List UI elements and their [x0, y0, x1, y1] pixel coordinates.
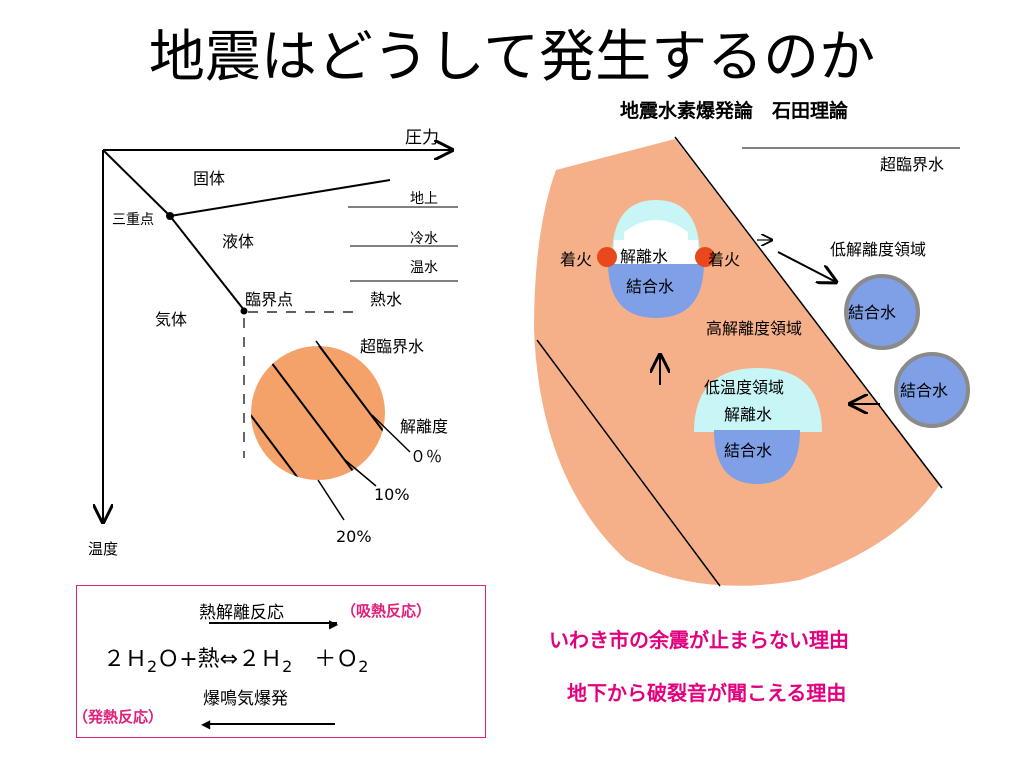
high-dissociation-label: 高解離度領域 — [706, 319, 802, 338]
reverse-arrow — [209, 723, 335, 725]
liquid-label: 液体 — [222, 232, 254, 251]
explosion-label: 爆鳴気爆発 — [203, 689, 288, 709]
vaporization-curve — [169, 215, 245, 311]
exothermic-label: （発熱反応） — [73, 708, 164, 726]
dissociation-0-label: ０％ — [410, 447, 442, 466]
temperature-axis-label: 温度 — [88, 540, 118, 558]
ignition-dot-right — [695, 247, 715, 267]
fault-line-lower — [536, 339, 721, 587]
lower-dissociated-cap — [694, 368, 822, 432]
bound-water-label-2: 結合水 — [900, 381, 948, 400]
dissociation-line-0-ext — [315, 340, 331, 361]
bound-water-label-1: 結合水 — [848, 303, 896, 322]
critical-point-marker — [240, 307, 248, 315]
upper-bound-water — [608, 262, 704, 318]
pressure-axis-label: 圧力 — [405, 128, 439, 148]
sublimation-curve — [102, 149, 171, 217]
reaction-box: 熱解離反応 （吸熱反応） ▶ ２Ｈ2Ｏ+熱⇔２Ｈ2 ＋Ｏ2 爆鳴気爆発 （発熱反… — [73, 585, 486, 738]
page-title: 地震はどうして発生するのか — [148, 25, 876, 90]
upper-bound-label: 結合水 — [626, 277, 674, 296]
dissociation-label: 解離度 — [400, 417, 448, 436]
dissociation-line-20-tail — [317, 479, 345, 521]
crust-region — [534, 139, 940, 586]
reason-aftershocks: いわき市の余震が止まらない理由 — [549, 628, 849, 652]
reaction-equation: ２Ｈ2Ｏ+熱⇔２Ｈ2 ＋Ｏ2 — [103, 647, 369, 676]
dissociation-line-10-tail — [344, 459, 377, 487]
ignition-label-left: 着火 — [560, 250, 592, 269]
triple-point-marker — [166, 212, 174, 220]
dissociation-line-0 — [295, 346, 385, 480]
water-label-warm: 温水 — [410, 260, 438, 276]
bound-water-circle-1 — [844, 274, 920, 350]
dissociation-line-20 — [251, 384, 353, 480]
upper-bound-water-top — [614, 240, 698, 264]
low-temperature-label: 低温度領域 — [704, 378, 784, 397]
forward-arrow — [209, 622, 337, 624]
water-label-cold: 冷水 — [410, 231, 438, 247]
phase-diagram: 圧力 温度 固体 液体 気体 三重点 臨界点 地上 冷水 温水 熱水 超臨界水 … — [88, 128, 458, 558]
triple-point-label: 三重点 — [112, 212, 154, 228]
dissociation-line-0-tail — [371, 414, 411, 453]
supercritical-region — [251, 346, 385, 480]
water-label-ground: 地上 — [410, 191, 438, 207]
dissociation-line-10 — [261, 349, 385, 480]
dissociation-10-label: 10% — [374, 485, 410, 504]
crust-supercritical-label: 超臨界水 — [880, 155, 944, 174]
ignition-label-right: 着火 — [708, 250, 740, 269]
melting-curve — [169, 179, 391, 217]
endothermic-label: （吸熱反応） — [341, 602, 432, 620]
reason-underground-sounds: 地下から破裂音が聞こえる理由 — [567, 681, 847, 705]
dissociation-20-label: 20% — [336, 527, 372, 546]
reverse-arrow-head: ◀ — [201, 717, 211, 731]
crust-diagram: 超臨界水 着火 解離水 着火 結合水 低解離度領域 結合水 結合水 高解離度領域… — [534, 136, 970, 587]
lower-dissociated-label: 解離水 — [724, 405, 772, 424]
supercritical-label: 超臨界水 — [360, 337, 424, 356]
low-dissociation-label: 低解離度領域 — [830, 240, 926, 259]
lower-bound-label: 結合水 — [724, 441, 772, 460]
thermal-dissociation-label: 熱解離反応 — [199, 603, 284, 623]
upper-dissociated-label: 解離水 — [620, 247, 668, 266]
solid-label: 固体 — [193, 169, 225, 188]
forward-arrow-head: ▶ — [329, 617, 339, 631]
subtitle: 地震水素爆発論 石田理論 — [620, 100, 849, 122]
bound-water-circle-2 — [894, 352, 970, 428]
lower-bound-water — [714, 430, 800, 484]
water-label-hot: 熱水 — [370, 290, 402, 309]
gas-label: 気体 — [155, 310, 187, 329]
critical-point-label: 臨界点 — [245, 290, 293, 309]
arrow-to-low-dissociation — [777, 251, 836, 282]
fault-line-upper — [674, 136, 943, 489]
ignition-dot-left — [597, 247, 617, 267]
